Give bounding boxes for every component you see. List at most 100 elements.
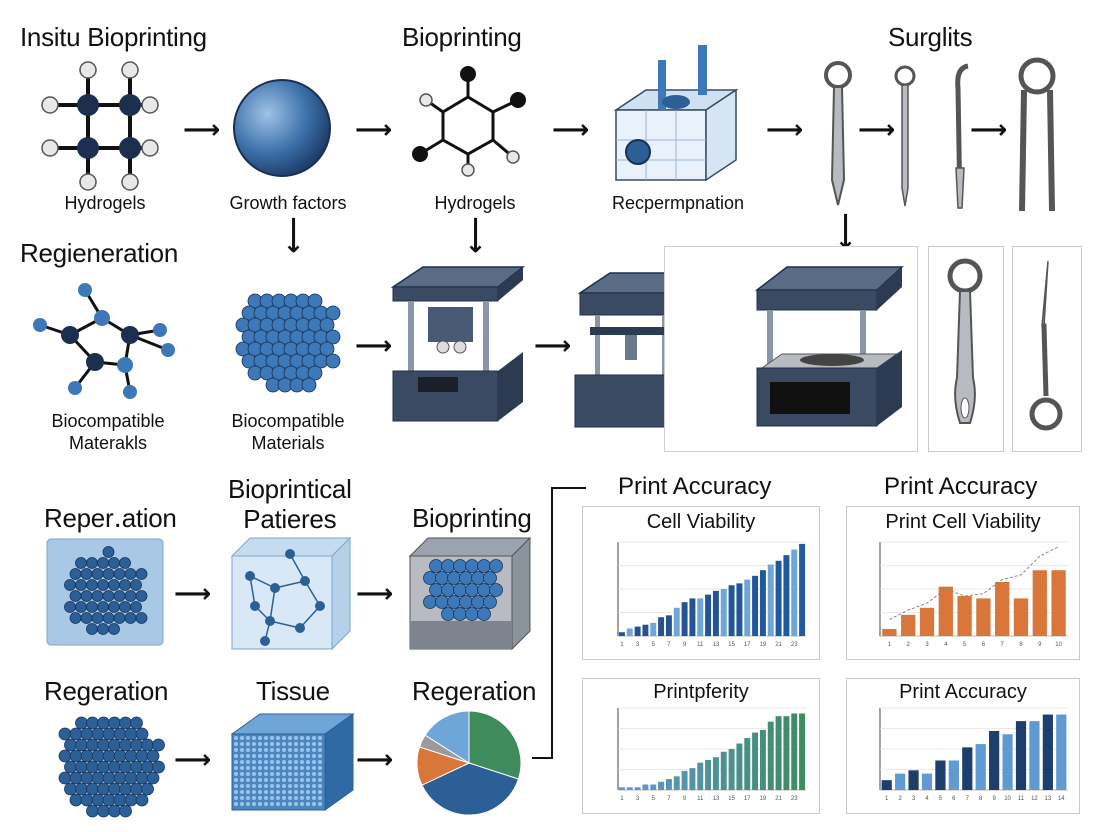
tissue-cell [240, 760, 244, 764]
bead [119, 716, 132, 730]
tissue-cell [252, 736, 256, 740]
tissue-cell [258, 760, 262, 764]
tick-label: 10 [1004, 796, 1011, 802]
bar [976, 598, 991, 636]
bead [319, 341, 335, 357]
pie-slice [421, 762, 520, 816]
bead [102, 727, 116, 741]
bar [658, 617, 665, 636]
tissue-cell [282, 766, 286, 770]
tick-label: 13 [713, 642, 720, 648]
bead [124, 771, 138, 785]
tissue-cell [246, 796, 250, 800]
tick-label: 3 [925, 642, 929, 648]
chart-title: Cell Viability [646, 511, 756, 533]
surgical-hook-icon [955, 63, 969, 209]
connector-line [532, 487, 586, 759]
bead [453, 559, 467, 573]
tissue-cell [288, 796, 292, 800]
bar [962, 747, 973, 790]
network-cube-icon [230, 536, 352, 651]
bead [69, 568, 82, 580]
tissue-cell [318, 784, 322, 788]
bead [124, 568, 137, 580]
tissue-cell [246, 760, 250, 764]
bead [307, 293, 323, 309]
tick-label: 19 [760, 642, 767, 648]
bar [712, 590, 719, 636]
tissue-cell [318, 790, 322, 794]
tick-label: 5 [652, 796, 656, 802]
tick-label: 7 [667, 796, 671, 802]
bead [130, 716, 143, 730]
bead [80, 771, 94, 785]
tissue-cell [312, 784, 316, 788]
tick-label: 23 [791, 642, 798, 648]
tissue-cell [270, 772, 274, 776]
tissue-cell [276, 772, 280, 776]
tissue-cell [234, 790, 238, 794]
bar [895, 773, 906, 790]
tissue-cell [318, 754, 322, 758]
tissue-cell [276, 778, 280, 782]
tissue-cell [240, 772, 244, 776]
tissue-cell [252, 802, 256, 806]
chart-title: Print Cell Viability [885, 511, 1041, 533]
bar [642, 624, 649, 636]
heading-insitu-bioprinting: Insitu Bioprinting [20, 22, 207, 52]
tissue-cell [288, 748, 292, 752]
bar [634, 787, 641, 790]
tissue-cell [246, 736, 250, 740]
tissue-cell [282, 736, 286, 740]
bead [91, 568, 104, 580]
heading-regeration-1: Regeration [44, 676, 169, 706]
tissue-cell [288, 784, 292, 788]
bar [665, 615, 672, 636]
bead [130, 782, 143, 796]
bead [135, 727, 149, 741]
tissue-cell [294, 736, 298, 740]
tissue-cell [318, 778, 322, 782]
tissue-cell [300, 766, 304, 770]
tissue-cell [282, 748, 286, 752]
bead [69, 793, 83, 807]
bar [1032, 570, 1047, 636]
bead [75, 738, 88, 752]
bar [626, 787, 633, 790]
tick-label: 15 [728, 642, 735, 648]
hydrogel-ring-icon [412, 66, 526, 177]
bead [124, 793, 138, 807]
tissue-cell [306, 748, 310, 752]
tick-label: 5 [963, 642, 967, 648]
bead [141, 782, 154, 796]
tissue-cell [234, 778, 238, 782]
arrow-right-icon: ⟶ [858, 114, 896, 144]
tissue-cell [252, 754, 256, 758]
tissue-cell [234, 754, 238, 758]
bead [102, 590, 115, 602]
tick-label: 1 [888, 642, 892, 648]
tick-label: 17 [744, 642, 751, 648]
tissue-cell [270, 760, 274, 764]
bead [75, 782, 88, 796]
tissue-cell [276, 766, 280, 770]
tissue-cube-icon [613, 45, 739, 182]
bead [69, 771, 83, 785]
tissue-cell [312, 796, 316, 800]
tissue-cell [252, 748, 256, 752]
tissue-cell [300, 802, 304, 806]
bead [58, 727, 72, 741]
surgical-forceps-icon [1018, 57, 1056, 212]
tissue-cell [240, 742, 244, 746]
heading-tissue: Tissue [256, 676, 330, 706]
tissue-cell [234, 796, 238, 800]
tissue-cell [252, 790, 256, 794]
bead [113, 727, 127, 741]
bead [108, 601, 120, 613]
tick-label: 5 [652, 642, 656, 648]
bead [459, 571, 473, 585]
tissue-cell [252, 778, 256, 782]
tissue-cell [306, 796, 310, 800]
tissue-cell [258, 802, 262, 806]
